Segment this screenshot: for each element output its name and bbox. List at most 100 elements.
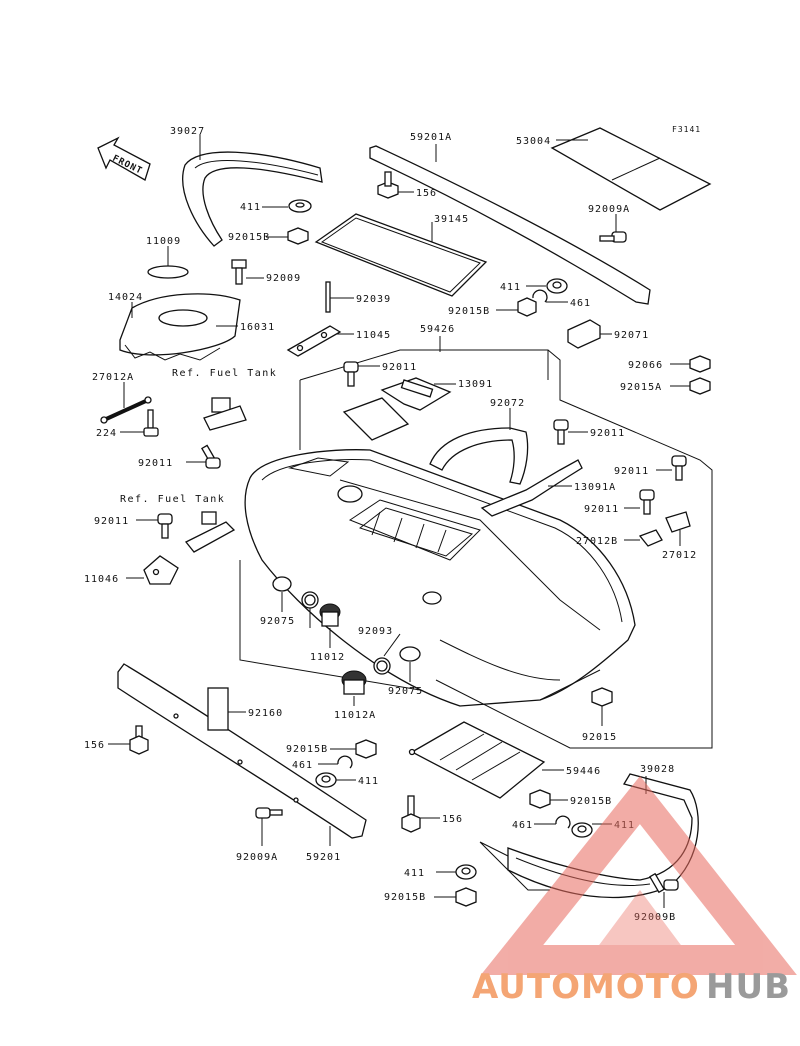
- label-11046: 11046: [84, 574, 119, 585]
- lockwasher-461-top: [532, 289, 548, 303]
- label-13091A: 13091A: [574, 482, 616, 493]
- bracket-13091A: [480, 459, 583, 517]
- grate-59446: [408, 721, 546, 799]
- nut-92015B-lower: [529, 789, 551, 809]
- label-92015B-d: 92015B: [570, 796, 612, 807]
- label-92011-b: 92011: [94, 516, 129, 527]
- label-92011-f: 92011: [584, 504, 619, 515]
- label-156-b: 156: [84, 740, 105, 751]
- pad-53004: [550, 127, 712, 211]
- hull-59426: [244, 449, 636, 707]
- label-92160: 92160: [248, 708, 283, 719]
- label-92071: 92071: [614, 330, 649, 341]
- rail-59201A: [369, 145, 651, 305]
- bolt-156-top: [377, 171, 399, 199]
- label-11012: 11012: [310, 652, 345, 663]
- label-92066: 92066: [628, 360, 663, 371]
- label-14024: 14024: [108, 292, 143, 303]
- label-16031: 16031: [240, 322, 275, 333]
- bolt-92009: [231, 259, 247, 285]
- nut-92015: [591, 687, 613, 707]
- bolt-92009A-lower: [255, 807, 283, 819]
- label-39028: 39028: [640, 764, 675, 775]
- lockwasher-461-lower: [555, 815, 571, 829]
- tag-92160: [207, 687, 229, 731]
- label-92075-a: 92075: [260, 616, 295, 627]
- screw-224: [143, 409, 159, 437]
- label-92009B: 92009B: [634, 912, 676, 923]
- plug-92075-left: [272, 576, 292, 592]
- label-92011-c: 92011: [382, 362, 417, 373]
- watermark-text-2: HUB: [706, 967, 791, 1007]
- handle-92072: [429, 427, 529, 485]
- label-92011-a: 92011: [138, 458, 173, 469]
- bracket-11045: [286, 325, 342, 357]
- block-92071: [567, 319, 601, 349]
- cap-11012A: [341, 670, 367, 695]
- label-27012A: 27012A: [92, 372, 134, 383]
- cover-14024: [119, 293, 241, 361]
- label-411-a: 411: [240, 202, 261, 213]
- label-92009A-b: 92009A: [236, 852, 278, 863]
- label-92015B-c: 92015B: [286, 744, 328, 755]
- grab-handle-39027: [182, 151, 323, 247]
- label-92015A: 92015A: [620, 382, 662, 393]
- ref-fuel-tank-2: Ref. Fuel Tank: [120, 494, 225, 505]
- watermark-triangle-icon: [480, 775, 797, 975]
- label-27012B: 27012B: [576, 536, 618, 547]
- bolt-92009B: [649, 872, 679, 894]
- bolt-92011-left: [201, 444, 221, 469]
- stud-92039: [325, 281, 331, 313]
- watermark-text-1: AUTOMOTO: [472, 967, 700, 1007]
- label-92015B-b: 92015B: [448, 306, 490, 317]
- label-11012A: 11012A: [334, 710, 376, 721]
- diagram-code: F3141: [672, 125, 701, 134]
- rail-59201: [117, 663, 367, 839]
- bolt-156-left: [129, 725, 149, 755]
- fuel-tank-clip-1: [203, 397, 247, 431]
- ref-fuel-tank-1: Ref. Fuel Tank: [172, 368, 277, 379]
- label-156-a: 156: [416, 188, 437, 199]
- label-92039: 92039: [356, 294, 391, 305]
- label-92015: 92015: [582, 732, 617, 743]
- label-11009: 11009: [146, 236, 181, 247]
- label-59201: 59201: [306, 852, 341, 863]
- nut-92015B-mid: [355, 739, 377, 759]
- label-39145: 39145: [434, 214, 469, 225]
- nut-92015B-bottom: [455, 887, 477, 907]
- label-59426: 59426: [420, 324, 455, 335]
- label-411-b: 411: [500, 282, 521, 293]
- bolt-92011-right-3: [639, 489, 655, 515]
- label-92072: 92072: [490, 398, 525, 409]
- nut-92015B-right: [517, 297, 537, 317]
- label-53004: 53004: [516, 136, 551, 147]
- nut-92015A: [689, 377, 711, 395]
- label-461-a: 461: [570, 298, 591, 309]
- cap-11012: [319, 603, 341, 627]
- clip-27012B: [638, 529, 663, 547]
- mat-39145: [314, 213, 488, 297]
- bolt-92011-right-1: [553, 419, 569, 445]
- bolt-92011-lower-left: [157, 513, 173, 539]
- label-59446: 59446: [566, 766, 601, 777]
- bolt-92009A-top: [599, 231, 627, 243]
- clip-27012: [665, 511, 691, 533]
- label-92075-b: 92075: [388, 686, 423, 697]
- label-461-b: 461: [292, 760, 313, 771]
- bracket-11046: [143, 555, 179, 585]
- label-411-e: 411: [404, 868, 425, 879]
- cap-92066: [689, 355, 711, 373]
- nut-92015b-top: [287, 227, 309, 245]
- label-92093: 92093: [358, 626, 393, 637]
- label-92015B-e: 92015B: [384, 892, 426, 903]
- label-92011-e: 92011: [614, 466, 649, 477]
- label-92009A-a: 92009A: [588, 204, 630, 215]
- label-59201A: 59201A: [410, 132, 452, 143]
- label-92011-d: 92011: [590, 428, 625, 439]
- label-27012: 27012: [662, 550, 697, 561]
- label-11045: 11045: [356, 330, 391, 341]
- label-224: 224: [96, 428, 117, 439]
